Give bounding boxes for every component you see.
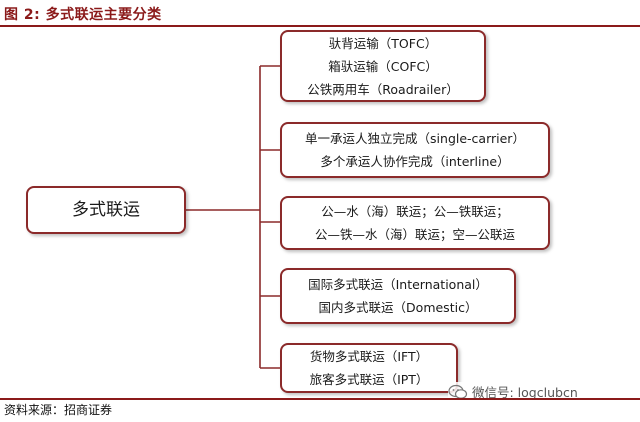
category-1-line-3: 公铁两用车（Roadrailer） <box>307 81 459 97</box>
category-box-4: 国际多式联运（International） 国内多式联运（Domestic） <box>280 268 516 324</box>
top-rule <box>0 25 640 27</box>
bottom-rule <box>0 398 640 400</box>
category-box-3: 公—水（海）联运；公—铁联运； 公—铁—水（海）联运；空—公联运 <box>280 196 550 250</box>
category-1-line-2: 箱驮运输（COFC） <box>328 58 438 74</box>
root-node: 多式联运 <box>26 186 186 234</box>
figure-title: 图 2: 多式联运主要分类 <box>4 7 162 23</box>
category-3-line-2: 公—铁—水（海）联运；空—公联运 <box>314 227 515 242</box>
wechat-watermark: 微信号: logclubcn <box>448 382 578 401</box>
category-box-1: 驮背运输（TOFC） 箱驮运输（COFC） 公铁两用车（Roadrailer） <box>280 30 486 102</box>
category-5-line-2: 旅客多式联运（IPT） <box>309 372 429 387</box>
category-box-5: 货物多式联运（IFT） 旅客多式联运（IPT） <box>280 343 458 393</box>
category-box-2: 单一承运人独立完成（single-carrier） 多个承运人协作完成（inte… <box>280 122 550 178</box>
category-2-line-1: 单一承运人独立完成（single-carrier） <box>305 131 525 146</box>
watermark-text: 微信号: logclubcn <box>472 385 578 400</box>
root-node-label: 多式联运 <box>72 199 140 220</box>
wechat-icon <box>448 384 468 399</box>
category-4-line-2: 国内多式联运（Domestic） <box>318 300 478 315</box>
category-2-line-2: 多个承运人协作完成（interline） <box>320 154 510 169</box>
category-1-line-1: 驮背运输（TOFC） <box>328 35 438 51</box>
category-4-line-1: 国际多式联运（International） <box>308 277 488 292</box>
category-5-line-1: 货物多式联运（IFT） <box>309 349 429 364</box>
source-note: 资料来源：招商证券 <box>4 403 113 417</box>
category-3-line-1: 公—水（海）联运；公—铁联运； <box>321 204 509 219</box>
